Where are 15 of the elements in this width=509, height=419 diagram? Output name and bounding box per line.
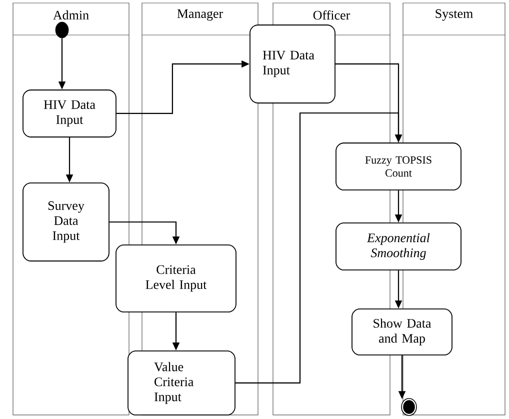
activity-box: Survey Data Input <box>22 182 110 262</box>
activity-box: HIV Data Input <box>250 24 336 104</box>
activity-box: Show Data and Map <box>352 308 452 356</box>
end-node <box>401 398 417 416</box>
lane-header: Admin <box>53 10 89 20</box>
activity-box: Criteria Level Input <box>116 244 236 312</box>
start-node <box>55 22 69 38</box>
activity-box: Exponential Smoothing <box>336 222 462 270</box>
activity-box: Fuzzy TOPSIS Count <box>336 142 462 190</box>
arrow <box>235 112 402 384</box>
lane-header: Manager <box>177 9 223 21</box>
lane-header: Officer <box>313 10 350 20</box>
activity-box: Value Criteria Input <box>128 350 236 416</box>
activity-box: HIV Data Input <box>22 90 116 138</box>
lane-header: System <box>436 9 473 21</box>
